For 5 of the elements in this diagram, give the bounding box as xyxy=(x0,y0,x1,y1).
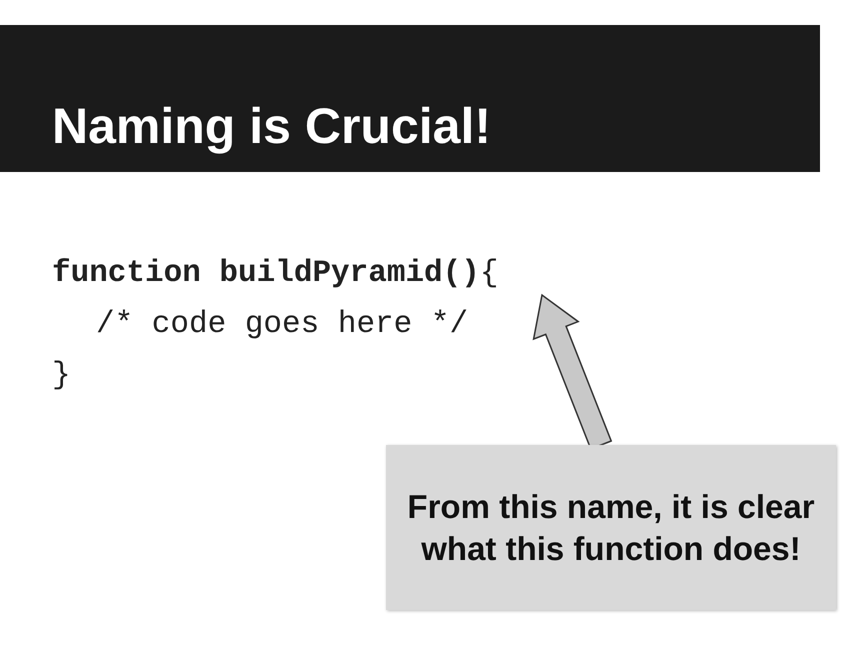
code-line: /* code goes here */ xyxy=(95,307,468,343)
function-signature: function buildPyramid(){ xyxy=(52,256,498,292)
code-line: } xyxy=(52,358,71,394)
slide-title: Naming is Crucial! xyxy=(52,97,491,156)
callout-box: From this name, it is clear what this function does! xyxy=(386,445,836,610)
